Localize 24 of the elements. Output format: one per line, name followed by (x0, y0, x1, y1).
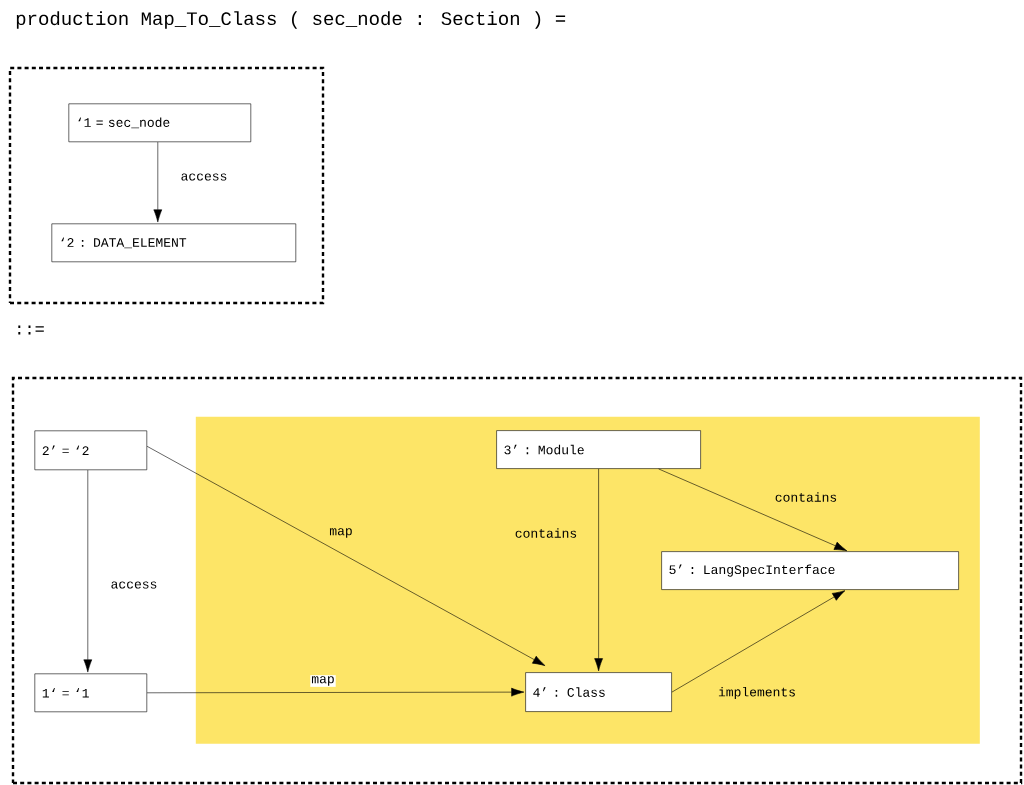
dashed-frame (11, 376, 1023, 785)
edge-label: contains (513, 527, 579, 539)
arrow (153, 141, 163, 223)
object-box: 1‘ = ‘1 (34, 673, 148, 713)
arrow (146, 446, 546, 666)
arrow (146, 687, 525, 697)
object-box: 2’ = ‘2 (34, 430, 148, 471)
object-box: ‘2 : DATA_ELEMENT (51, 223, 297, 263)
edge-label: map (328, 527, 354, 539)
edge-label: access (109, 580, 159, 590)
arrow (671, 590, 846, 693)
arrow (658, 468, 848, 552)
object-box: 4’ : Class (525, 672, 672, 712)
object-box: ‘1 = sec_node (68, 103, 252, 143)
arrow (83, 469, 93, 673)
edge-label: contains (773, 491, 839, 503)
object-box: 5’ : LangSpecInterface (661, 551, 959, 590)
arrow (594, 468, 603, 672)
object-box: 3’ : Module (496, 430, 701, 469)
dashed-frame (8, 66, 325, 305)
edge-label: map (310, 675, 336, 687)
edge-label: access (179, 172, 229, 182)
rule-symbol: ::= (18, 325, 44, 335)
title: production Map_To_Class ( sec_node : Section ) = (16, 11, 566, 29)
